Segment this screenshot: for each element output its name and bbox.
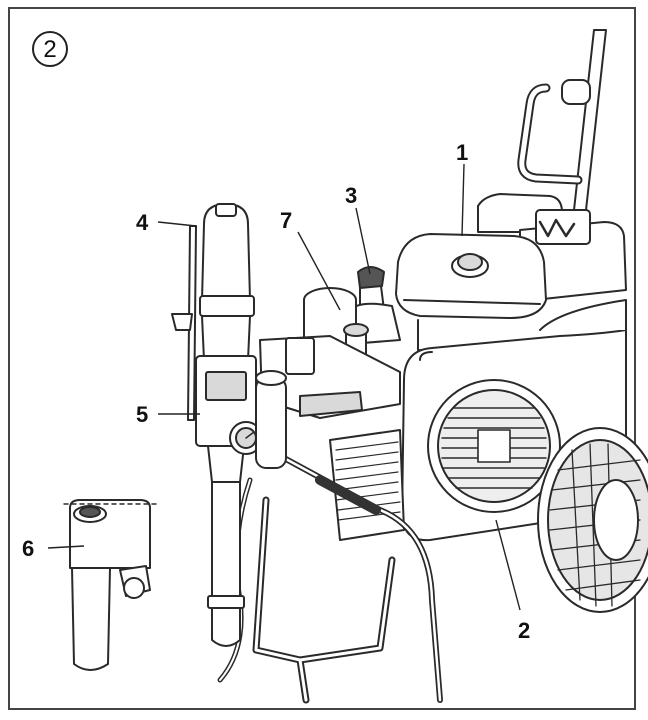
callout-2: 2: [518, 618, 530, 643]
callout-3: 3: [345, 183, 357, 208]
callout-5: 5: [136, 402, 148, 427]
leader-lines: [47, 163, 521, 611]
badge-number: 2: [43, 36, 56, 63]
callout-1: 1: [456, 140, 468, 165]
callout-7: 7: [280, 208, 292, 233]
figure-badge: 2: [32, 31, 68, 67]
wheel: [537, 427, 648, 613]
motor-block: [329, 429, 405, 541]
callouts: 1 2 3 4 5 6 7: [22, 140, 530, 643]
callout-6: 6: [22, 536, 34, 561]
fluid-pump-assembly: [171, 203, 287, 647]
gas-engine: [395, 193, 627, 353]
cart-handle[interactable]: [517, 29, 607, 211]
callout-4: 4: [136, 210, 149, 235]
spare-pump: [63, 499, 157, 671]
